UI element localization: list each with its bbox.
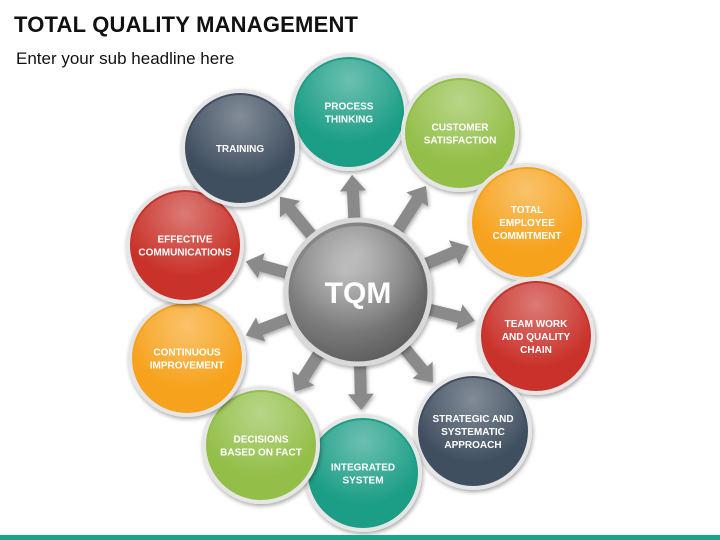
- node-label-line: CUSTOMER: [431, 123, 489, 134]
- nodes-group: PROCESS THINKING CUSTOMER SATISFACTION TOTAL…: [126, 53, 595, 532]
- node-shine: [134, 305, 240, 411]
- hub-label: TQM: [325, 277, 392, 310]
- arrow-to-process-thinking: [339, 174, 366, 223]
- node-customer-satisfaction[interactable]: CUSTOMER SATISFACTION: [401, 74, 519, 192]
- node-label-line: STRATEGIC AND: [432, 414, 513, 425]
- node-integrated-system[interactable]: INTEGRATED SYSTEM: [304, 414, 422, 532]
- arrow-to-strategic-and-systematic-approach: [397, 342, 433, 383]
- node-shine: [296, 59, 402, 165]
- node-shine: [187, 95, 293, 201]
- node-label-line: THINKING: [325, 115, 374, 126]
- node-effective-communications[interactable]: EFFECTIVE COMMUNICATIONS: [126, 186, 244, 304]
- arrow-to-continuous-improvement: [245, 311, 295, 342]
- arrow-to-integrated-system: [347, 361, 374, 411]
- node-team-work-and-quality-chain[interactable]: TEAM WORK AND QUALITY CHAIN: [477, 277, 595, 395]
- node-shine: [474, 169, 580, 275]
- node-shine: [420, 378, 526, 484]
- node-training[interactable]: TRAINING: [181, 89, 299, 207]
- bottom-accent-bar: [0, 535, 720, 540]
- node-label-line: IMPROVEMENT: [150, 361, 224, 372]
- node-label-line: TEAM WORK: [505, 319, 569, 330]
- node-label-line: COMMUNICATIONS: [138, 248, 231, 259]
- hub-shine: [292, 226, 424, 358]
- node-shine: [310, 420, 416, 526]
- node-shine: [483, 283, 589, 389]
- node-label-line: INTEGRATED: [331, 463, 395, 474]
- node-label-line: AND QUALITY: [502, 332, 571, 343]
- node-label-line: SYSTEM: [342, 476, 383, 487]
- node-label-line: SYSTEMATIC: [441, 427, 505, 438]
- node-label-line: CONTINUOUS: [153, 348, 221, 359]
- node-label-line: TRAINING: [216, 144, 265, 155]
- node-decisions-based-on-fact[interactable]: DECISIONS BASED ON FACT: [202, 386, 320, 504]
- page-title: TOTAL QUALITY MANAGEMENT: [14, 12, 359, 37]
- node-label-line: CHAIN: [520, 345, 552, 356]
- arrow-to-decisions-based-on-fact: [292, 347, 326, 392]
- arrow-to-team-work-and-quality-chain: [424, 302, 475, 330]
- node-label-line: BASED ON FACT: [220, 448, 302, 459]
- node-label-line: TOTAL: [511, 205, 543, 216]
- node-strategic-and-systematic-approach[interactable]: STRATEGIC AND SYSTEMATIC APPROACH: [414, 372, 532, 490]
- node-process-thinking[interactable]: PROCESS THINKING: [290, 53, 408, 171]
- arrow-to-total-employee-commitment: [420, 240, 469, 271]
- page-subtitle: Enter your sub headline here: [16, 49, 235, 68]
- node-label-line: COMMITMENT: [493, 231, 562, 242]
- node-shine: [208, 392, 314, 498]
- node-total-employee-commitment[interactable]: TOTAL EMPLOYEE COMMITMENT: [468, 163, 586, 281]
- arrows-group: [245, 174, 475, 411]
- arrow-to-customer-satisfaction: [390, 186, 429, 237]
- arrow-to-training: [279, 196, 319, 242]
- node-label-line: APPROACH: [444, 440, 501, 451]
- hub-group: TQM: [283, 217, 433, 367]
- arrow-to-effective-communications: [245, 253, 293, 280]
- node-label-line: SATISFACTION: [424, 136, 497, 147]
- node-shine: [132, 192, 238, 298]
- node-label-line: DECISIONS: [233, 435, 288, 446]
- node-label-line: EFFECTIVE: [157, 235, 212, 246]
- node-shine: [407, 80, 513, 186]
- node-continuous-improvement[interactable]: CONTINUOUS IMPROVEMENT: [128, 299, 246, 417]
- node-label-line: EMPLOYEE: [499, 218, 555, 229]
- node-label-line: PROCESS: [325, 102, 374, 113]
